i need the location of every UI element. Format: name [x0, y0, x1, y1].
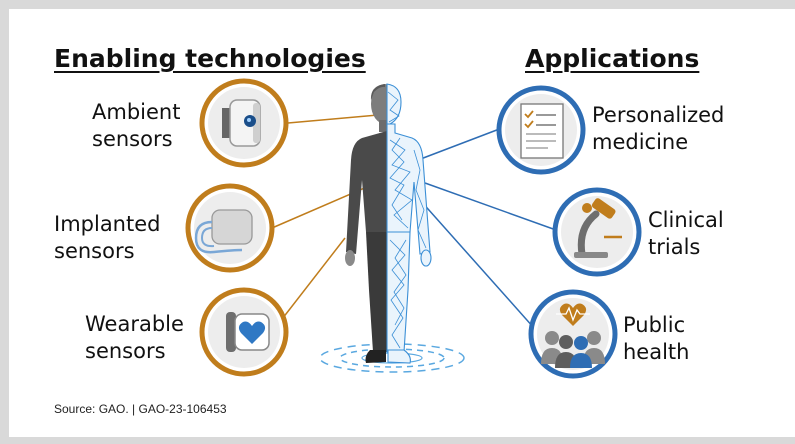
- connector-personalized: [417, 127, 503, 161]
- connector-ambient: [287, 114, 379, 124]
- wearable-sensor-icon: [199, 287, 289, 377]
- implanted-sensor-icon: [185, 183, 275, 273]
- label-wearable-sensors: Wearable sensors: [85, 312, 184, 363]
- connector-public: [419, 199, 535, 329]
- document-icon: [496, 85, 586, 175]
- label-ambient-sensors: Ambient sensors: [92, 100, 181, 151]
- source-note: Source: GAO. | GAO-23-106453: [54, 402, 227, 416]
- people-heart-icon: [528, 289, 618, 379]
- connector-clinical: [424, 182, 557, 231]
- ambient-sensor-icon: [199, 78, 289, 168]
- human-figure-wireframe-half: [386, 83, 432, 364]
- label-clinical-trials: Clinical trials: [648, 208, 724, 259]
- label-personalized-medicine: Personalized medicine: [592, 103, 725, 154]
- label-public-health: Public health: [623, 313, 690, 364]
- enabling-technologies-heading: Enabling technologies: [54, 44, 366, 73]
- microscope-icon: [552, 187, 642, 277]
- applications-heading: Applications: [525, 44, 700, 73]
- label-implanted-sensors: Implanted sensors: [54, 212, 161, 263]
